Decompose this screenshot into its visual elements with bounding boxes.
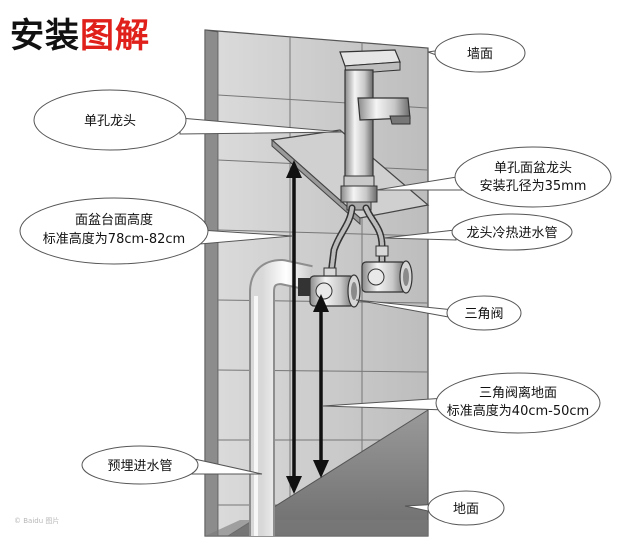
title-part-2: 图解 <box>80 16 150 56</box>
callout-valve-height: 三角阀离地面 标准高度为40cm-50cm <box>322 372 601 434</box>
label-floor: 地面 <box>453 502 479 517</box>
label-hoses: 龙头冷热进水管 <box>466 226 557 241</box>
label-pre-buried-pipe: 预埋进水管 <box>107 459 172 474</box>
callout-faucet: 单孔龙头 <box>33 89 343 151</box>
label-angle-valve: 三角阀 <box>464 307 503 322</box>
valve-height-arrow <box>313 294 329 478</box>
title-part-1: 安装 <box>10 16 80 56</box>
callout-hoses: 龙头冷热进水管 <box>383 213 573 251</box>
angle-valve-right <box>361 260 413 294</box>
counter-height-arrow <box>286 160 302 494</box>
faucet <box>339 49 411 211</box>
label-valve-height-line2: 标准高度为40cm-50cm <box>447 403 589 419</box>
watermark: © Baidu 图片 <box>14 517 60 525</box>
label-wall: 墙面 <box>467 47 493 62</box>
pre-buried-pipe <box>249 259 313 536</box>
label-counter-height-line1: 面盆台面高度 <box>75 212 153 228</box>
callout-pre-buried-pipe: 预埋进水管 <box>81 445 263 485</box>
page-title: 安装图解 <box>10 8 150 57</box>
callout-wall: 墙面 <box>427 33 526 73</box>
callout-counter-height: 面盆台面高度 标准高度为78cm-82cm <box>19 197 293 265</box>
label-single-hole-faucet: 单孔龙头 <box>84 114 136 129</box>
callout-basin-hole: 单孔面盆龙头 安装孔径为35mm <box>375 146 612 208</box>
label-basin-hole-line1: 单孔面盆龙头 <box>494 161 572 176</box>
callout-angle-valve: 三角阀 <box>355 295 522 331</box>
label-valve-height-line1: 三角阀离地面 <box>479 385 557 401</box>
label-basin-hole-line2: 安装孔径为35mm <box>480 179 587 194</box>
callout-floor: 地面 <box>404 490 505 526</box>
flexible-hoses <box>323 204 389 286</box>
floor-front <box>205 520 428 536</box>
label-counter-height-line2: 标准高度为78cm-82cm <box>43 231 185 247</box>
